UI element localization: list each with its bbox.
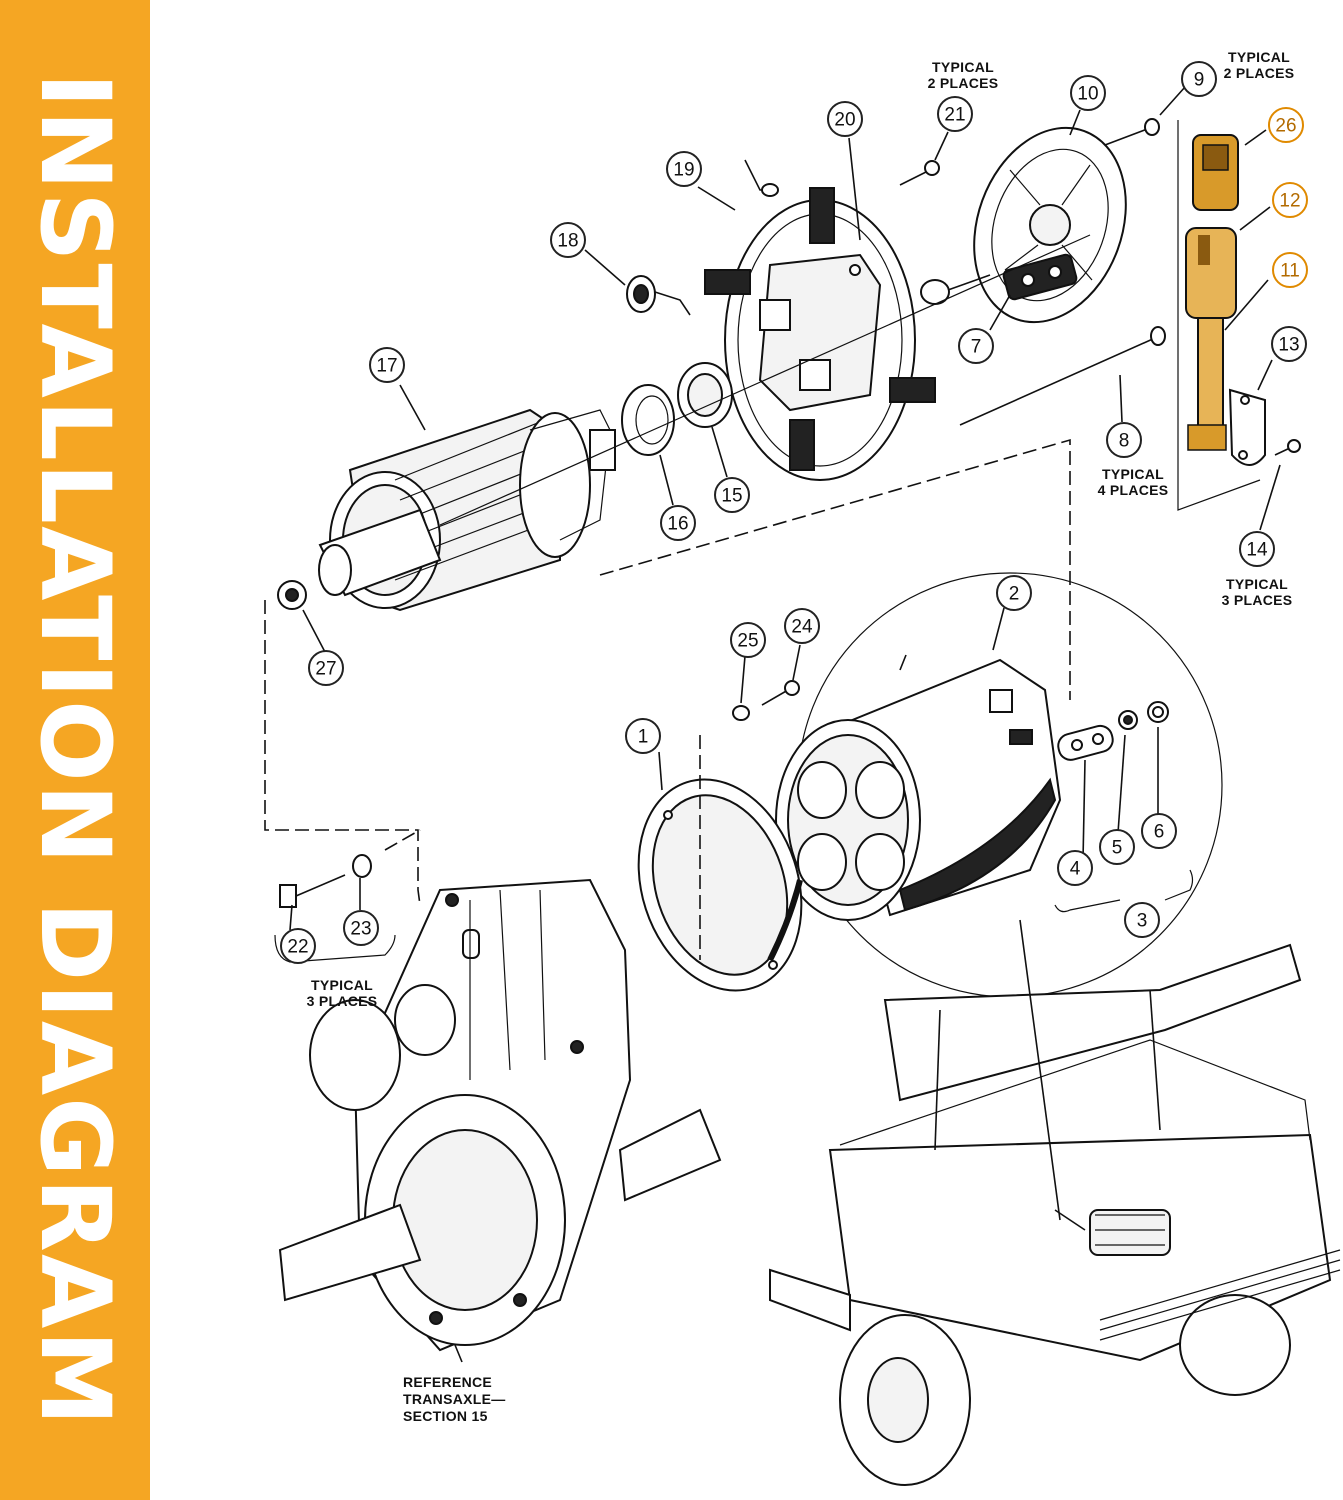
svg-text:2: 2: [1009, 584, 1020, 605]
brush-plate-assembly: [704, 187, 936, 481]
golf-cart: [769, 919, 1341, 1486]
callout-25: 25: [730, 622, 766, 658]
callout-27: 27: [308, 650, 344, 686]
callout-9: 9: [1181, 61, 1217, 97]
note-typical-3-places-14: TYPICAL 3 PLACES: [1222, 576, 1293, 608]
spline-coupler: [277, 580, 307, 610]
terminal-bushing: [920, 274, 991, 305]
svg-text:25: 25: [737, 631, 758, 652]
svg-text:3 PLACES: 3 PLACES: [307, 993, 378, 1009]
speed-sensor-assembly: [1185, 134, 1239, 451]
callout-19: 19: [666, 151, 702, 187]
svg-text:16: 16: [667, 514, 688, 535]
callout-26: 26: [1268, 107, 1304, 143]
callout-12: 12: [1272, 182, 1308, 218]
callout-13: 13: [1271, 326, 1307, 362]
svg-text:19: 19: [673, 160, 694, 181]
svg-text:TYPICAL: TYPICAL: [1102, 466, 1164, 482]
svg-text:24: 24: [791, 617, 813, 638]
leader-lines: [274, 86, 1281, 1363]
callout-14: 14: [1239, 531, 1275, 567]
callout-15: 15: [714, 477, 750, 513]
svg-text:5: 5: [1112, 838, 1123, 859]
svg-text:6: 6: [1154, 822, 1165, 843]
svg-text:17: 17: [376, 356, 397, 377]
svg-text:10: 10: [1077, 84, 1098, 105]
callout-22: 22: [280, 928, 316, 964]
callout-4: 4: [1057, 850, 1093, 886]
svg-text:26: 26: [1275, 116, 1296, 137]
svg-text:20: 20: [834, 110, 855, 131]
callout-6: 6: [1141, 813, 1177, 849]
transaxle-bolt: [279, 854, 372, 908]
svg-text:3 PLACES: 3 PLACES: [1222, 592, 1293, 608]
svg-text:9: 9: [1194, 70, 1205, 91]
callout-20: 20: [827, 101, 863, 137]
end-plate-bolt: [1104, 118, 1160, 146]
callout-1: 1: [625, 718, 661, 754]
svg-text:TYPICAL: TYPICAL: [311, 977, 373, 993]
svg-text:23: 23: [350, 919, 371, 940]
svg-text:27: 27: [315, 659, 336, 680]
note-reference-transaxle: REFERENCE TRANSAXLE— SECTION 15: [403, 1374, 506, 1424]
terminal-hardware: [1057, 701, 1169, 761]
svg-text:12: 12: [1279, 191, 1300, 212]
svg-text:4 PLACES: 4 PLACES: [1098, 482, 1169, 498]
armature-bearing: [677, 362, 733, 428]
field-housing: [775, 654, 1062, 921]
transaxle: [278, 878, 722, 1352]
note-typical-2-places-9: TYPICAL 2 PLACES: [1224, 49, 1295, 81]
callout-10: 10: [1070, 75, 1106, 111]
svg-text:8: 8: [1119, 431, 1130, 452]
callouts: 1 2 3 4 5 6 7 8 9 10 11 12 13 14 15 16 1…: [280, 61, 1308, 964]
brush-plate-screw: [899, 160, 940, 186]
svg-text:REFERENCE: REFERENCE: [403, 1374, 492, 1390]
svg-text:15: 15: [721, 486, 742, 507]
svg-text:1: 1: [638, 727, 649, 748]
svg-text:18: 18: [557, 231, 578, 252]
svg-text:22: 22: [287, 937, 308, 958]
note-typical-2-places-21: TYPICAL 2 PLACES: [928, 59, 999, 91]
terminal-stud: [744, 159, 779, 197]
svg-text:21: 21: [944, 105, 965, 126]
end-plate: [973, 126, 1127, 324]
callout-3: 3: [1124, 902, 1160, 938]
svg-text:7: 7: [971, 337, 982, 358]
callout-2: 2: [996, 575, 1032, 611]
svg-text:TRANSAXLE—: TRANSAXLE—: [403, 1391, 506, 1407]
brush-spring: [626, 275, 691, 316]
through-bolt: [959, 326, 1166, 426]
note-typical-4-places: TYPICAL 4 PLACES: [1098, 466, 1169, 498]
svg-text:11: 11: [1280, 261, 1300, 282]
callout-7: 7: [958, 328, 994, 364]
callout-5: 5: [1099, 829, 1135, 865]
callout-23: 23: [343, 910, 379, 946]
callout-17: 17: [369, 347, 405, 383]
callout-18: 18: [550, 222, 586, 258]
bearing-retainer: [621, 384, 675, 456]
armature: [318, 408, 616, 612]
gasket-ring: [637, 778, 803, 992]
svg-text:4: 4: [1070, 859, 1081, 880]
svg-text:14: 14: [1246, 540, 1268, 561]
svg-text:2 PLACES: 2 PLACES: [1224, 65, 1295, 81]
svg-text:TYPICAL: TYPICAL: [932, 59, 994, 75]
svg-text:13: 13: [1278, 335, 1299, 356]
callout-11: 11: [1272, 252, 1308, 288]
callout-21: 21: [937, 96, 973, 132]
sensor-cover: [1228, 388, 1301, 466]
note-typical-3-places-22: TYPICAL 3 PLACES: [307, 977, 378, 1009]
callout-8: 8: [1106, 422, 1142, 458]
svg-text:TYPICAL: TYPICAL: [1226, 576, 1288, 592]
svg-text:SECTION 15: SECTION 15: [403, 1408, 488, 1424]
callout-24: 24: [784, 608, 820, 644]
svg-text:3: 3: [1137, 911, 1148, 932]
housing-bolt: [732, 680, 800, 721]
callout-16: 16: [660, 505, 696, 541]
side-banner: INSTALLATION DIAGRAM: [0, 0, 150, 1500]
svg-text:2 PLACES: 2 PLACES: [928, 75, 999, 91]
svg-text:TYPICAL: TYPICAL: [1228, 49, 1290, 65]
